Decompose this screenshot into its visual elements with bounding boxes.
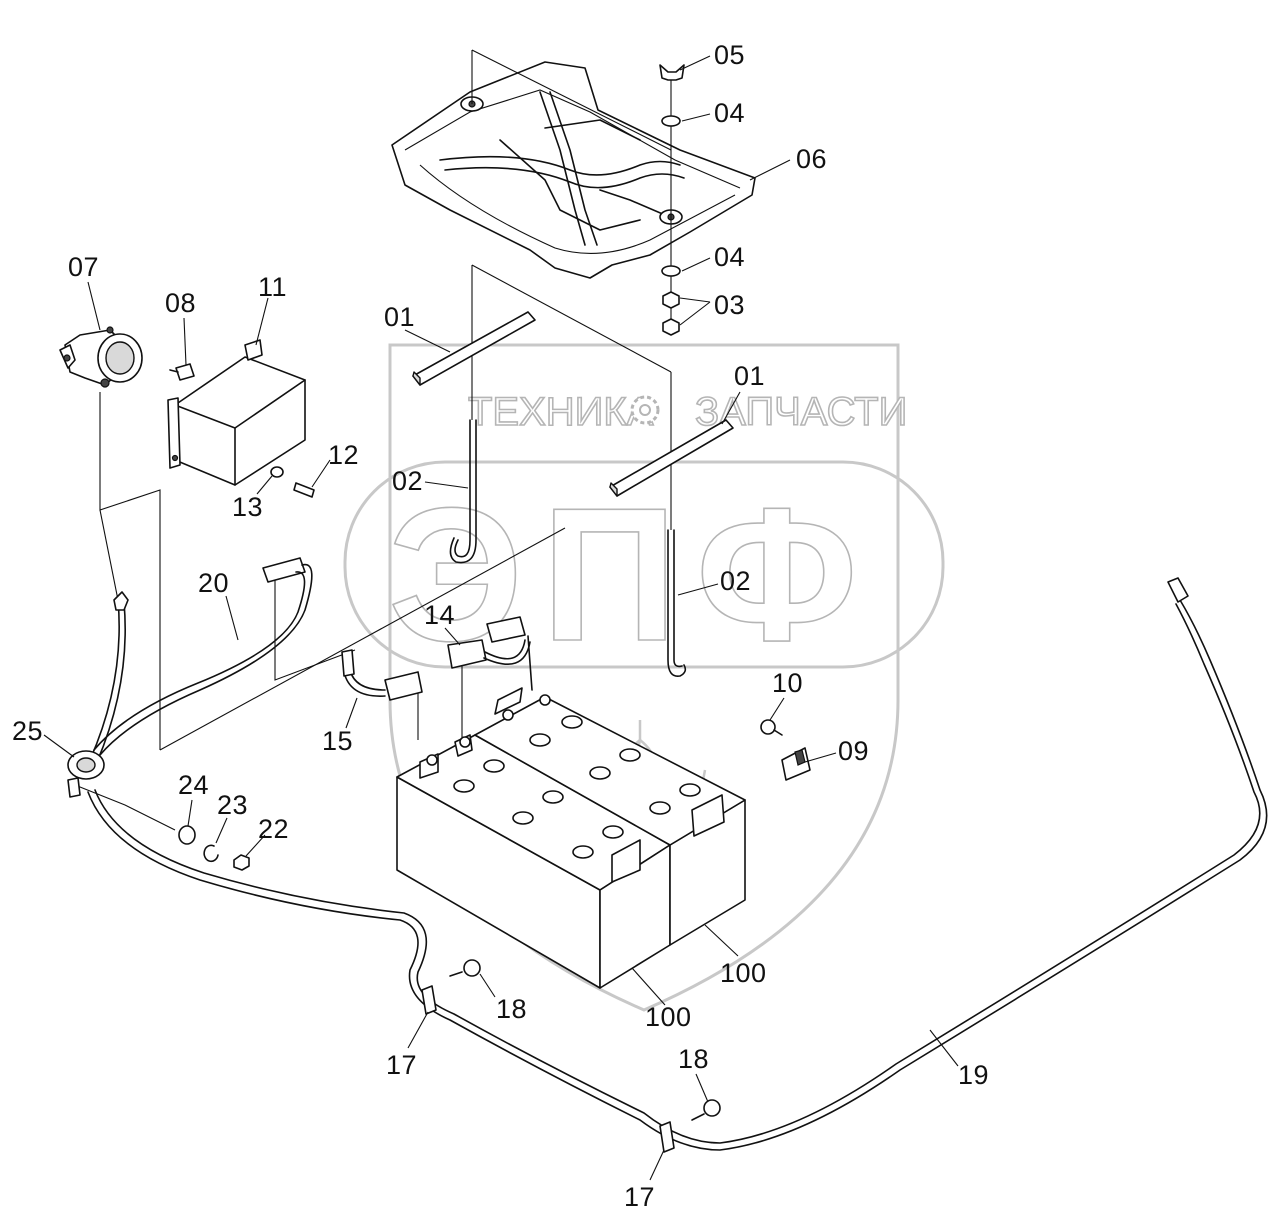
callout-01-right: 01	[734, 361, 765, 391]
callout-05: 05	[714, 40, 745, 70]
relay-cover	[167, 339, 306, 486]
washer-lower	[661, 265, 681, 277]
callout-17-lower: 17	[624, 1182, 655, 1212]
battery-terminal-connector-14	[447, 616, 533, 691]
callout-18-upper: 18	[496, 994, 527, 1024]
callout-09: 09	[838, 736, 869, 766]
callout-100-left: 100	[645, 1002, 692, 1032]
watermark-text-right: ЗАПЧАСТИ	[695, 390, 907, 434]
callout-07: 07	[68, 252, 99, 282]
callout-03: 03	[714, 290, 745, 320]
clamp-17-lower	[659, 1121, 675, 1153]
callout-11: 11	[258, 272, 287, 302]
ground-cable-19	[87, 577, 1268, 1151]
bolt-18-lower	[691, 1099, 721, 1121]
nut-upper	[662, 291, 680, 309]
washer-24	[178, 825, 196, 845]
callout-100-right: 100	[720, 958, 767, 988]
relay-harness	[93, 557, 356, 756]
nut-lower	[662, 318, 680, 336]
callout-01-left: 01	[384, 302, 415, 332]
harness-leader-lines	[74, 527, 566, 831]
battery-relay	[59, 326, 161, 750]
screw-10	[760, 719, 783, 736]
wing-nut	[659, 64, 685, 81]
grommet-25	[67, 750, 105, 798]
washer-upper	[661, 115, 681, 127]
gear-icon	[630, 395, 660, 425]
callout-20: 20	[198, 568, 229, 598]
cover-washer	[270, 466, 284, 478]
callout-17-upper: 17	[386, 1050, 417, 1080]
callout-04-upper: 04	[714, 98, 745, 128]
switch-09	[781, 747, 811, 781]
callout-06: 06	[796, 144, 827, 174]
bolt-18-upper	[449, 959, 481, 977]
ground-cable-upper	[89, 591, 129, 763]
callout-18-lower: 18	[678, 1044, 709, 1074]
callout-14: 14	[424, 600, 455, 630]
cover-bolt	[293, 482, 315, 498]
callout-19: 19	[958, 1060, 989, 1090]
battery-left	[396, 734, 671, 989]
callout-13: 13	[232, 492, 263, 522]
battery-hold-down-frame	[391, 61, 756, 279]
callout-numbers: 05 04 06 04 03 07 08 11 01 01 12 13 02 0…	[12, 40, 989, 1212]
callout-24: 24	[178, 770, 209, 800]
callout-04-lower: 04	[714, 242, 745, 272]
callout-leader-lines	[43, 55, 959, 1181]
relay-bolt	[169, 363, 195, 381]
callout-25: 25	[12, 716, 43, 746]
callout-08: 08	[165, 288, 196, 318]
hook-rod-right	[667, 529, 687, 677]
nut-22	[233, 854, 250, 871]
callout-15: 15	[322, 726, 353, 756]
callout-02-left: 02	[392, 466, 423, 496]
watermark-text-left: ТЕХНИКА	[468, 390, 654, 434]
clamp-17-upper	[421, 985, 437, 1015]
callout-02-right: 02	[720, 566, 751, 596]
hold-down-bar-left	[412, 311, 536, 386]
lock-washer-23	[203, 844, 219, 863]
callout-23: 23	[217, 790, 248, 820]
callout-10: 10	[772, 668, 803, 698]
battery-terminal-connector-15	[341, 649, 423, 701]
watermark-oval	[343, 460, 945, 669]
hook-rod-left	[449, 419, 477, 564]
callout-12: 12	[328, 440, 359, 470]
battery-right	[459, 687, 746, 946]
callout-22: 22	[258, 814, 289, 844]
hold-down-bar-right	[609, 419, 734, 497]
